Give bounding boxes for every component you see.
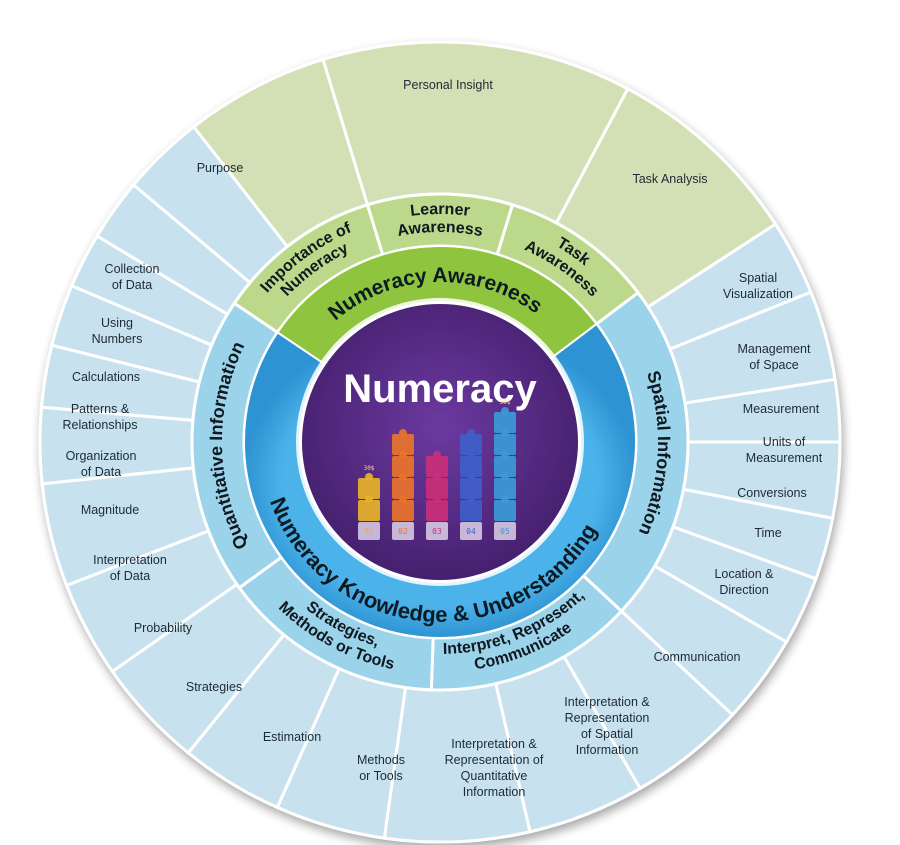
puzzle-bar-label: 04 — [466, 527, 476, 536]
puzzle-bar-04: 04 — [460, 429, 482, 540]
puzzle-bar-label: 01 — [364, 527, 374, 536]
outer-label-strategies: Strategies — [186, 680, 242, 694]
puzzle-bar-03: 03 — [426, 451, 448, 540]
outer-label-location-direction: Location &Direction — [714, 567, 774, 597]
outer-label-estimation: Estimation — [263, 730, 321, 744]
puzzle-bar-top-label: 30$ — [500, 399, 511, 406]
outer-label-purpose: Purpose — [197, 161, 244, 175]
middle-label-learner-1: Learner — [409, 201, 470, 220]
puzzle-bar-label: 02 — [398, 527, 408, 536]
center-title: Numeracy — [343, 367, 537, 411]
outer-label-communication: Communication — [654, 650, 741, 664]
outer-label-magnitude: Magnitude — [81, 503, 139, 517]
outer-label-conversions: Conversions — [737, 486, 806, 500]
outer-label-time: Time — [754, 526, 781, 540]
outer-label-task-analysis: Task Analysis — [632, 172, 707, 186]
puzzle-bar-01: 01 30$ — [358, 465, 380, 540]
outer-label-patterns-relationships: Patterns &Relationships — [62, 402, 137, 432]
puzzle-bar-05: 05 30$ — [494, 399, 516, 540]
outer-label-personal-insight: Personal Insight — [403, 78, 493, 92]
puzzle-bar-label: 05 — [500, 527, 510, 536]
middle-label-learner-2: Awareness — [396, 219, 484, 240]
outer-label-measurement: Measurement — [743, 402, 820, 416]
puzzle-bar-02: 02 — [392, 429, 414, 540]
outer-label-probability: Probability — [134, 621, 193, 635]
puzzle-bar-label: 03 — [432, 527, 442, 536]
puzzle-bar-top-label: 30$ — [364, 465, 375, 472]
outer-label-calculations: Calculations — [72, 370, 140, 384]
